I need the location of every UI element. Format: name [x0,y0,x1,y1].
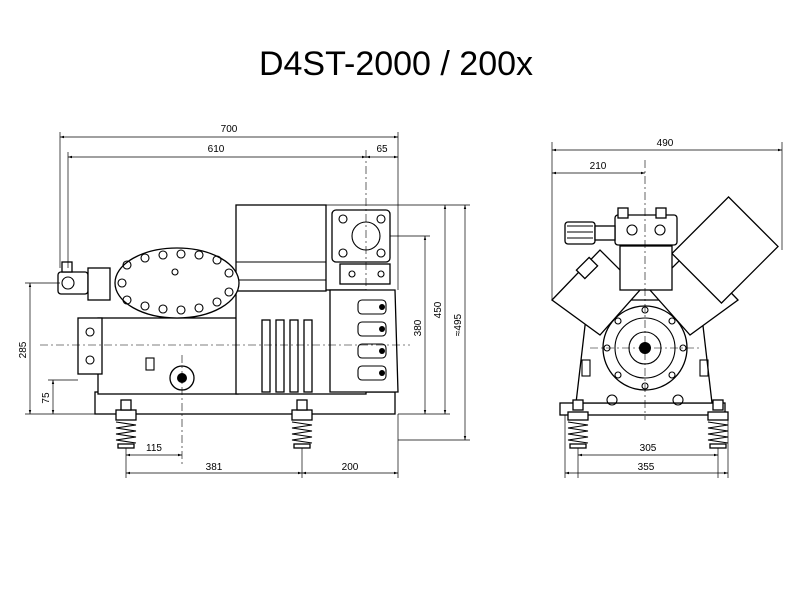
side-base-plate [94,391,396,415]
motor-ribs [261,319,313,393]
dim-355: 355 [638,462,655,473]
dim-75: 75 [41,392,52,404]
dim-200: 200 [342,462,359,473]
discharge-valve [331,209,391,285]
dim-210: 210 [590,161,607,172]
side-foot-left [115,399,137,449]
crankcase [97,317,239,395]
dim-381: 381 [206,462,223,473]
rear-housing-ribs [357,299,387,381]
dim-450: 450 [433,301,444,318]
suction-valve [57,261,111,301]
dim-285: 285 [18,341,29,358]
front-terminal-box [671,196,779,304]
dim-490: 490 [657,138,674,149]
cylinder-head [114,247,240,319]
rear-housing [329,289,399,393]
terminal-box [235,204,327,292]
front-foot-left [567,399,589,449]
front-view: 490 210 305 355 [551,138,783,478]
dim-495: ≈495 [453,313,464,336]
side-foot-right [291,399,313,449]
dim-610: 610 [208,144,225,155]
front-top-valves [564,207,678,291]
dim-115: 115 [146,443,162,454]
front-bolts [581,359,709,406]
oil-pump [77,317,103,375]
head-bolts [117,249,234,315]
dim-65: 65 [376,144,388,155]
side-view: 700 610 65 115 381 200 450 380 ≈495 [18,124,470,478]
dim-700: 700 [221,124,238,135]
dim-380: 380 [413,319,424,336]
drawing-title: D4ST-2000 / 200x [259,45,533,83]
dim-305: 305 [640,443,657,454]
